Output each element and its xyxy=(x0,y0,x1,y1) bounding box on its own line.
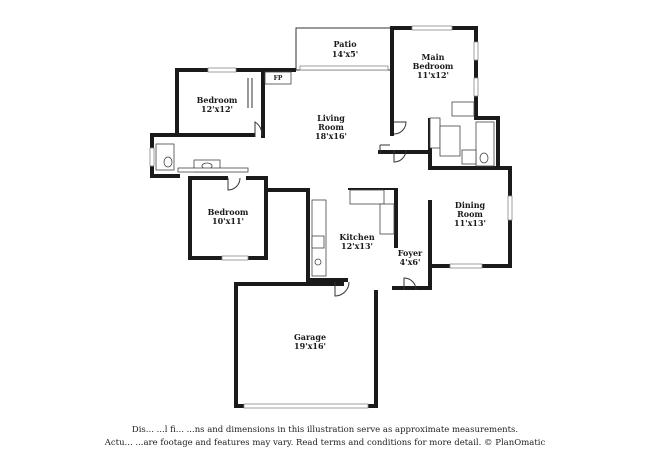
windows xyxy=(149,25,513,409)
garage-dims: 19'x16' xyxy=(294,341,326,351)
bedroom-2-dims: 10'x11' xyxy=(212,216,244,226)
kitchen-name: Kitchen xyxy=(339,232,374,242)
living-room-name-2: Room xyxy=(318,122,344,132)
disclaimer-line-1: Dis... ...l fi... ...ns and dimensions i… xyxy=(131,425,519,435)
bedroom-2-name: Bedroom xyxy=(208,207,249,217)
bedroom-1-dims: 12'x12' xyxy=(201,104,233,114)
doors xyxy=(227,121,417,297)
main-bedroom-dims: 11'x12' xyxy=(417,70,449,80)
disclaimer-line-2: Actu... ...are footage and features may … xyxy=(104,438,546,448)
dining-room-name-2: Room xyxy=(457,209,483,219)
fireplace-label: FP xyxy=(274,75,283,82)
dining-room-dims: 11'x13' xyxy=(454,218,486,228)
kitchen-dims: 12'x13' xyxy=(341,241,373,251)
bedroom-1-name: Bedroom xyxy=(197,95,238,105)
living-room-name-1: Living xyxy=(317,113,345,123)
main-bedroom-name-2: Bedroom xyxy=(413,61,454,71)
garage-name: Garage xyxy=(294,332,326,342)
patio-dims: 14'x5' xyxy=(332,49,358,59)
patio-name: Patio xyxy=(333,39,357,49)
room-labels: Patio 14'x5' Main Bedroom 11'x12' Bedroo… xyxy=(197,39,486,351)
foyer-name: Foyer xyxy=(398,248,423,258)
foyer-dims: 4'x6' xyxy=(400,257,421,267)
fireplace: FP xyxy=(264,71,292,85)
disclaimer: Dis... ...l fi... ...ns and dimensions i… xyxy=(0,424,650,450)
living-room-dims: 18'x16' xyxy=(315,131,347,141)
dining-room-name-1: Dining xyxy=(455,200,486,210)
fixtures xyxy=(155,78,495,277)
main-bedroom-name-1: Main xyxy=(422,52,445,62)
